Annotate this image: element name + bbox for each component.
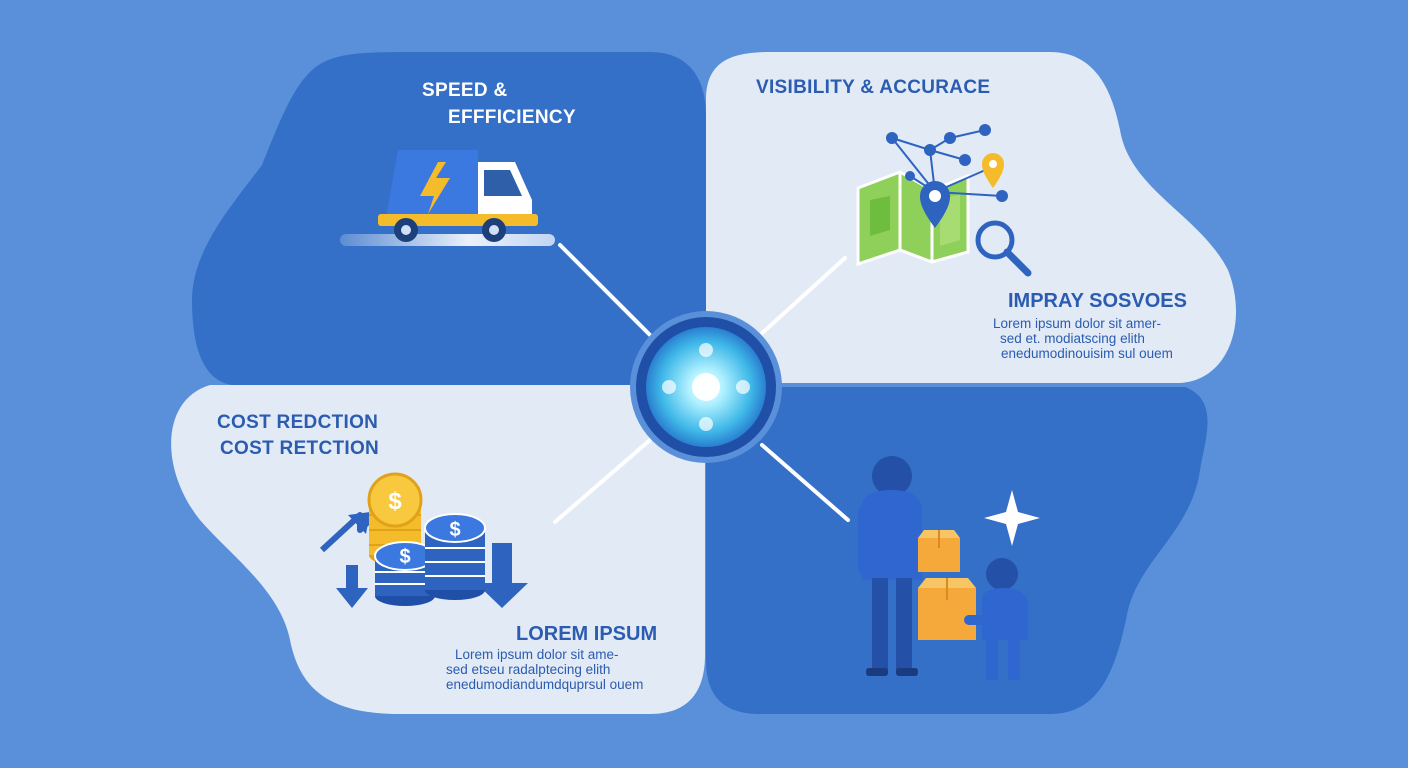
panel-visibility xyxy=(706,52,1237,383)
cost-body-line-2: sed etseu radalptecing elith xyxy=(446,662,611,677)
cost-body-line-3: enedumodiandumdquprsul ouem xyxy=(446,677,644,692)
cost-body-line-1: Lorem ipsum dolor sit ame- xyxy=(455,647,619,662)
connector-line xyxy=(558,243,652,337)
central-hub-icon xyxy=(630,311,782,463)
cost-title-line1: COST REDCTION xyxy=(217,412,379,433)
people-boxes-icon xyxy=(858,456,1040,680)
svg-text:$: $ xyxy=(399,546,410,568)
delivery-truck-icon xyxy=(310,150,555,246)
connector-line xyxy=(760,443,850,522)
svg-text:$: $ xyxy=(449,519,460,541)
speed-title-line1: SPEED & xyxy=(422,80,508,101)
visibility-title: VISIBILITY & ACCURACE xyxy=(756,77,991,98)
visibility-body-line-2: sed et. modiatscing elith xyxy=(1000,331,1145,346)
visibility-body-line-1: Lorem ipsum dolor sit amer- xyxy=(993,316,1162,331)
connector-line xyxy=(758,256,847,337)
cost-subtitle: LOREM IPSUM xyxy=(516,623,658,645)
connector-line xyxy=(553,438,652,524)
cost-title-line2: COST RETCTION xyxy=(220,438,380,459)
visibility-subtitle: IMPRAY SOSVOES xyxy=(1008,290,1187,312)
speed-title-line2: EFFFICIENCY xyxy=(448,107,576,128)
coin-stack-icon: $ $ $ xyxy=(319,472,528,608)
svg-text:$: $ xyxy=(388,488,402,515)
map-network-icon xyxy=(856,124,1032,277)
visibility-body-line-3: enedumodinouisim sul ouem xyxy=(1001,346,1173,361)
